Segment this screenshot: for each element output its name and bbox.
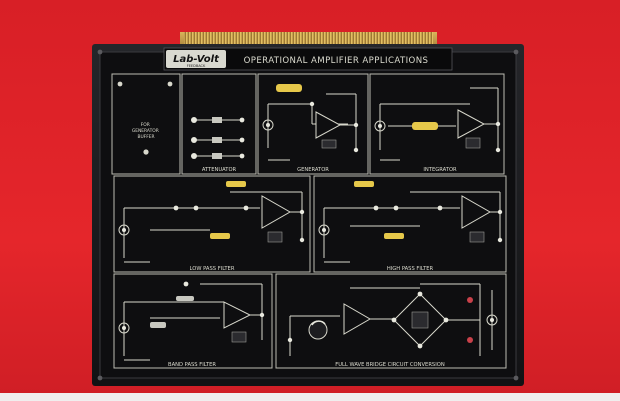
bottom-margin — [0, 393, 620, 401]
panel-attenuator — [196, 117, 240, 159]
buffer-label-line1: FOR — [141, 122, 150, 128]
brand-logo — [166, 50, 226, 68]
panel-generator-buffer: FOR GENERATOR BUFFER — [117, 81, 173, 155]
board-title: OPERATIONAL AMPLIFIER APPLICATIONS — [244, 56, 429, 66]
label-integrator: INTEGRATOR — [423, 167, 457, 173]
board-panel — [99, 51, 517, 379]
title-plate: Lab-Volt FEEDBACK OPERATIONAL AMPLIFIER … — [163, 47, 453, 71]
panel-low-pass-filter — [118, 181, 305, 263]
buffer-label-line3: BUFFER — [137, 134, 154, 140]
panel-full-wave-bridge — [287, 283, 498, 356]
panel-integrator — [374, 87, 501, 161]
label-band-pass-filter: BAND PASS FILTER — [168, 362, 216, 368]
panel-generator — [262, 84, 359, 161]
attenuator-terminals — [191, 117, 245, 159]
mounting-screws — [97, 49, 519, 381]
label-attenuator: ATTENUATOR — [202, 167, 237, 173]
label-low-pass-filter: LOW PASS FILTER — [190, 266, 235, 272]
label-high-pass-filter: HIGH PASS FILTER — [387, 266, 434, 272]
svg-text:FOR GENERATOR BUFF: FOR GENERATOR BUFFER — [132, 122, 160, 140]
brand-name: Lab-Volt — [173, 54, 220, 65]
panel-high-pass-filter — [318, 181, 503, 263]
label-generator: GENERATOR — [297, 167, 329, 173]
buffer-label-line2: GENERATOR — [132, 128, 159, 134]
panel-band-pass-filter — [118, 281, 265, 361]
panel-dividers — [111, 73, 507, 369]
brand-subtitle: FEEDBACK — [187, 64, 206, 68]
label-full-wave-bridge: FULL WAVE BRIDGE CIRCUIT CONVERSION — [335, 362, 445, 368]
